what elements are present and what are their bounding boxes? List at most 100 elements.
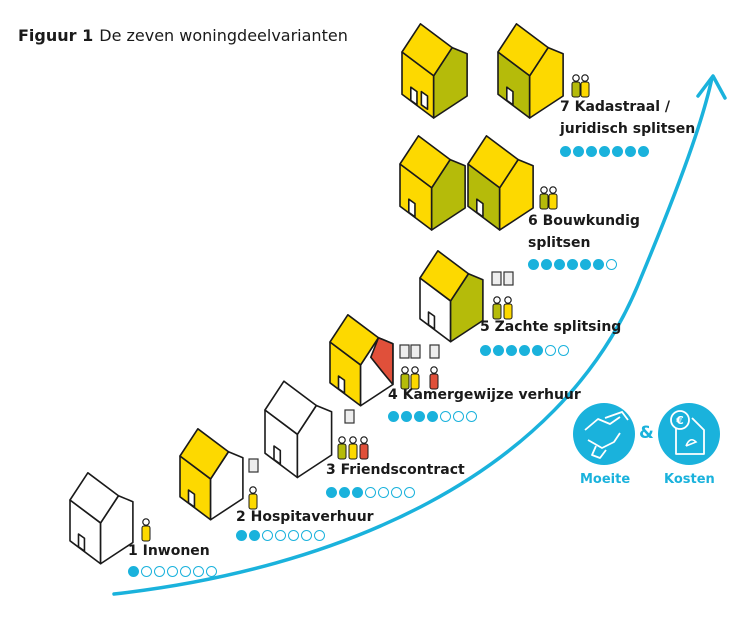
variant-label-5: 5 Zachte splitsing [480, 319, 622, 335]
variant-label-line: splitsen [528, 235, 591, 251]
score-dots-6 [528, 259, 617, 270]
score-dot-filled [249, 530, 260, 541]
score-dot-filled [625, 146, 636, 157]
contract-icon [429, 344, 440, 359]
contract-icon [344, 409, 355, 424]
score-dot-filled [506, 345, 517, 356]
person-icon [429, 366, 439, 390]
handshake-icon [573, 403, 635, 465]
score-dots-3 [326, 487, 415, 498]
score-dot-filled [599, 146, 610, 157]
score-dot-filled [593, 259, 604, 270]
score-dot-filled [414, 411, 425, 422]
score-dot-empty [288, 530, 299, 541]
euro-house-icon: € [658, 403, 720, 465]
score-dot-filled [339, 487, 350, 498]
score-dot-filled [480, 345, 491, 356]
person-icon [539, 186, 549, 210]
score-dot-empty [206, 566, 217, 577]
house-door [420, 90, 429, 110]
score-dot-empty [545, 345, 556, 356]
house-roof [264, 380, 318, 436]
score-dot-filled [493, 345, 504, 356]
contract-icon [399, 344, 410, 359]
person-icon [337, 436, 347, 460]
score-dot-filled [612, 146, 623, 157]
variant-label-line: 6 Bouwkundig [528, 213, 640, 229]
house-icon [264, 380, 333, 479]
house-door [407, 198, 416, 218]
score-dot-filled [541, 259, 552, 270]
house-icon [497, 23, 564, 119]
score-dot-empty [180, 566, 191, 577]
score-dot-empty [453, 411, 464, 422]
house-roof [401, 23, 453, 77]
house-roof [467, 135, 519, 189]
score-dot-filled [388, 411, 399, 422]
contract-icon [248, 458, 259, 473]
contract-icon [491, 271, 502, 286]
house-door [427, 311, 436, 330]
score-dot-empty [391, 487, 402, 498]
house-roof [399, 135, 451, 189]
house-roof [69, 471, 120, 524]
variant-label-3: 3 Friendscontract [326, 462, 465, 478]
house-door [475, 198, 484, 218]
score-dot-filled [401, 411, 412, 422]
score-dot-filled [236, 530, 247, 541]
score-dots-7 [560, 146, 649, 157]
score-dot-empty [154, 566, 165, 577]
score-dot-empty [141, 566, 152, 577]
figure-caption: De zeven woningdeelvarianten [99, 26, 348, 45]
legend-joiner: & [639, 423, 654, 443]
person-icon [503, 296, 513, 320]
score-dot-filled [638, 146, 649, 157]
score-dot-filled [567, 259, 578, 270]
person-icon [580, 74, 590, 98]
score-dot-filled [560, 146, 571, 157]
score-dot-empty [558, 345, 569, 356]
house-icon [179, 427, 244, 521]
score-dot-empty [275, 530, 286, 541]
score-dot-filled [128, 566, 139, 577]
score-dot-filled [532, 345, 543, 356]
score-dot-empty [466, 411, 477, 422]
person-icon [400, 366, 410, 390]
score-dot-filled [580, 259, 591, 270]
house-door [505, 86, 514, 106]
person-icon [348, 436, 358, 460]
score-dot-empty [262, 530, 273, 541]
person-icon [548, 186, 558, 210]
score-dot-filled [528, 259, 539, 270]
house-door [187, 489, 196, 508]
score-dot-empty [193, 566, 204, 577]
person-icon [141, 518, 151, 542]
house-icon [399, 135, 466, 231]
growth-curve [112, 76, 714, 596]
score-dots-4 [388, 411, 477, 422]
house-icon [419, 250, 484, 343]
score-dot-empty [301, 530, 312, 541]
house-roof [179, 427, 230, 480]
score-dots-5 [480, 345, 569, 356]
arrow-head-icon [696, 74, 727, 100]
svg-text:€: € [675, 414, 684, 427]
variant-label-7: 7 Kadastraal /juridisch splitsen [560, 96, 695, 140]
house-icon [401, 23, 468, 119]
house-icon [329, 313, 394, 407]
score-dot-filled [554, 259, 565, 270]
house-icon [69, 471, 134, 565]
house-door [273, 445, 282, 465]
score-dot-filled [519, 345, 530, 356]
house-door [409, 86, 418, 106]
variant-label-6: 6 Bouwkundig splitsen [528, 210, 640, 254]
contract-icon [410, 344, 421, 359]
score-dot-empty [404, 487, 415, 498]
legend-effort-label: Moeite [580, 472, 631, 487]
person-icon [492, 296, 502, 320]
house-door [337, 375, 346, 394]
variant-label-2: 2 Hospitaverhuur [236, 509, 374, 525]
